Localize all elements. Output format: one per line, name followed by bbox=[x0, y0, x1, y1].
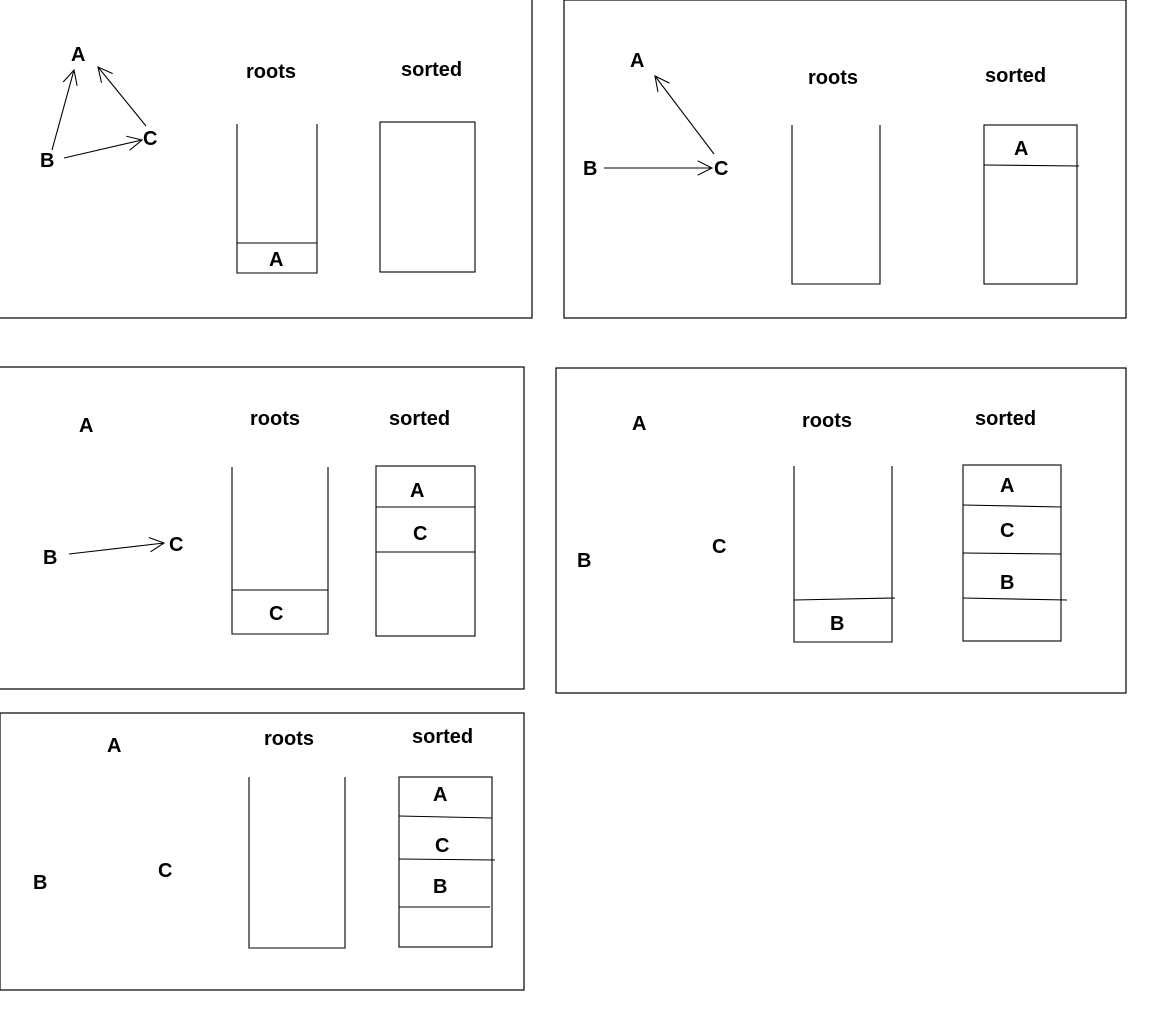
sorted-divider bbox=[962, 552, 1062, 555]
sorted-item: C bbox=[435, 835, 449, 857]
sorted-item: B bbox=[433, 876, 447, 898]
roots-heading: roots bbox=[250, 408, 300, 430]
roots-heading: roots bbox=[246, 61, 296, 83]
graph: A B C bbox=[43, 415, 183, 569]
sorted-list bbox=[379, 121, 476, 273]
graph: A B C bbox=[40, 44, 157, 172]
node-b: B bbox=[40, 150, 54, 172]
roots-container bbox=[791, 125, 881, 285]
sorted-list: A C bbox=[375, 465, 476, 637]
roots-container bbox=[793, 466, 893, 643]
roots-container bbox=[231, 467, 329, 635]
sorted-item: A bbox=[410, 480, 424, 502]
roots-heading: roots bbox=[808, 67, 858, 89]
sorted-heading: sorted bbox=[975, 408, 1036, 430]
sorted-list: A C B bbox=[398, 776, 496, 948]
roots-stack bbox=[248, 777, 346, 949]
roots-item: A bbox=[269, 249, 283, 271]
sorted-list: A bbox=[983, 124, 1080, 285]
panel-step-4: A B C roots sorted B A C B bbox=[555, 367, 1127, 694]
panel-step-3: A B C roots sorted C A C bbox=[0, 366, 525, 690]
edge-c-to-a bbox=[654, 75, 715, 155]
sorted-list: A C B bbox=[962, 464, 1068, 642]
graph: A B C bbox=[583, 50, 728, 180]
roots-item: C bbox=[269, 603, 283, 625]
node-b: B bbox=[577, 550, 591, 572]
node-b: B bbox=[583, 158, 597, 180]
panel-frame bbox=[0, 0, 533, 319]
node-b: B bbox=[43, 547, 57, 569]
sorted-item: A bbox=[1014, 138, 1028, 160]
sorted-item: C bbox=[1000, 520, 1014, 542]
node-c: C bbox=[169, 534, 183, 556]
panel-step-1: A B C roots sorted A bbox=[0, 0, 533, 319]
sorted-heading: sorted bbox=[401, 59, 462, 81]
panel-frame bbox=[555, 367, 1127, 694]
sorted-container bbox=[379, 121, 476, 273]
roots-item: B bbox=[830, 613, 844, 635]
sorted-divider bbox=[962, 504, 1062, 508]
node-c: C bbox=[714, 158, 728, 180]
sorted-heading: sorted bbox=[412, 726, 473, 748]
panel-frame bbox=[0, 712, 525, 991]
panel-step-5: A B C roots sorted A C B bbox=[0, 712, 525, 991]
roots-heading: roots bbox=[264, 728, 314, 750]
edge-c-to-a bbox=[97, 66, 147, 127]
roots-stack: A bbox=[236, 124, 318, 274]
panel-step-2: A B C roots sorted A bbox=[563, 0, 1127, 319]
sorted-divider bbox=[398, 815, 493, 819]
sorted-item: C bbox=[413, 523, 427, 545]
edge-b-to-c bbox=[68, 536, 166, 555]
node-a: A bbox=[632, 413, 646, 435]
roots-heading: roots bbox=[802, 410, 852, 432]
sorted-container bbox=[375, 465, 476, 637]
sorted-item: B bbox=[1000, 572, 1014, 594]
node-a: A bbox=[79, 415, 93, 437]
sorted-container bbox=[983, 124, 1078, 285]
sorted-item: A bbox=[1000, 475, 1014, 497]
node-a: A bbox=[630, 50, 644, 72]
roots-container bbox=[236, 124, 318, 274]
sorted-divider bbox=[398, 858, 496, 861]
roots-stack: B bbox=[793, 466, 896, 643]
sorted-divider bbox=[962, 597, 1068, 601]
node-a: A bbox=[71, 44, 85, 66]
sorted-divider bbox=[983, 164, 1080, 167]
sorted-container bbox=[398, 776, 493, 948]
roots-stack bbox=[791, 125, 881, 285]
edge-b-to-a bbox=[51, 68, 78, 151]
sorted-heading: sorted bbox=[985, 65, 1046, 87]
graph: A B C bbox=[577, 413, 726, 572]
panel-frame bbox=[563, 0, 1127, 319]
node-b: B bbox=[33, 872, 47, 894]
roots-container bbox=[248, 777, 346, 949]
node-c: C bbox=[158, 860, 172, 882]
graph: A B C bbox=[33, 735, 172, 894]
roots-divider bbox=[793, 597, 896, 601]
panel-frame bbox=[0, 366, 525, 690]
roots-stack: C bbox=[231, 467, 329, 635]
node-c: C bbox=[143, 128, 157, 150]
sorted-heading: sorted bbox=[389, 408, 450, 430]
sorted-item: A bbox=[433, 784, 447, 806]
node-c: C bbox=[712, 536, 726, 558]
edge-b-to-c bbox=[63, 135, 144, 159]
node-a: A bbox=[107, 735, 121, 757]
